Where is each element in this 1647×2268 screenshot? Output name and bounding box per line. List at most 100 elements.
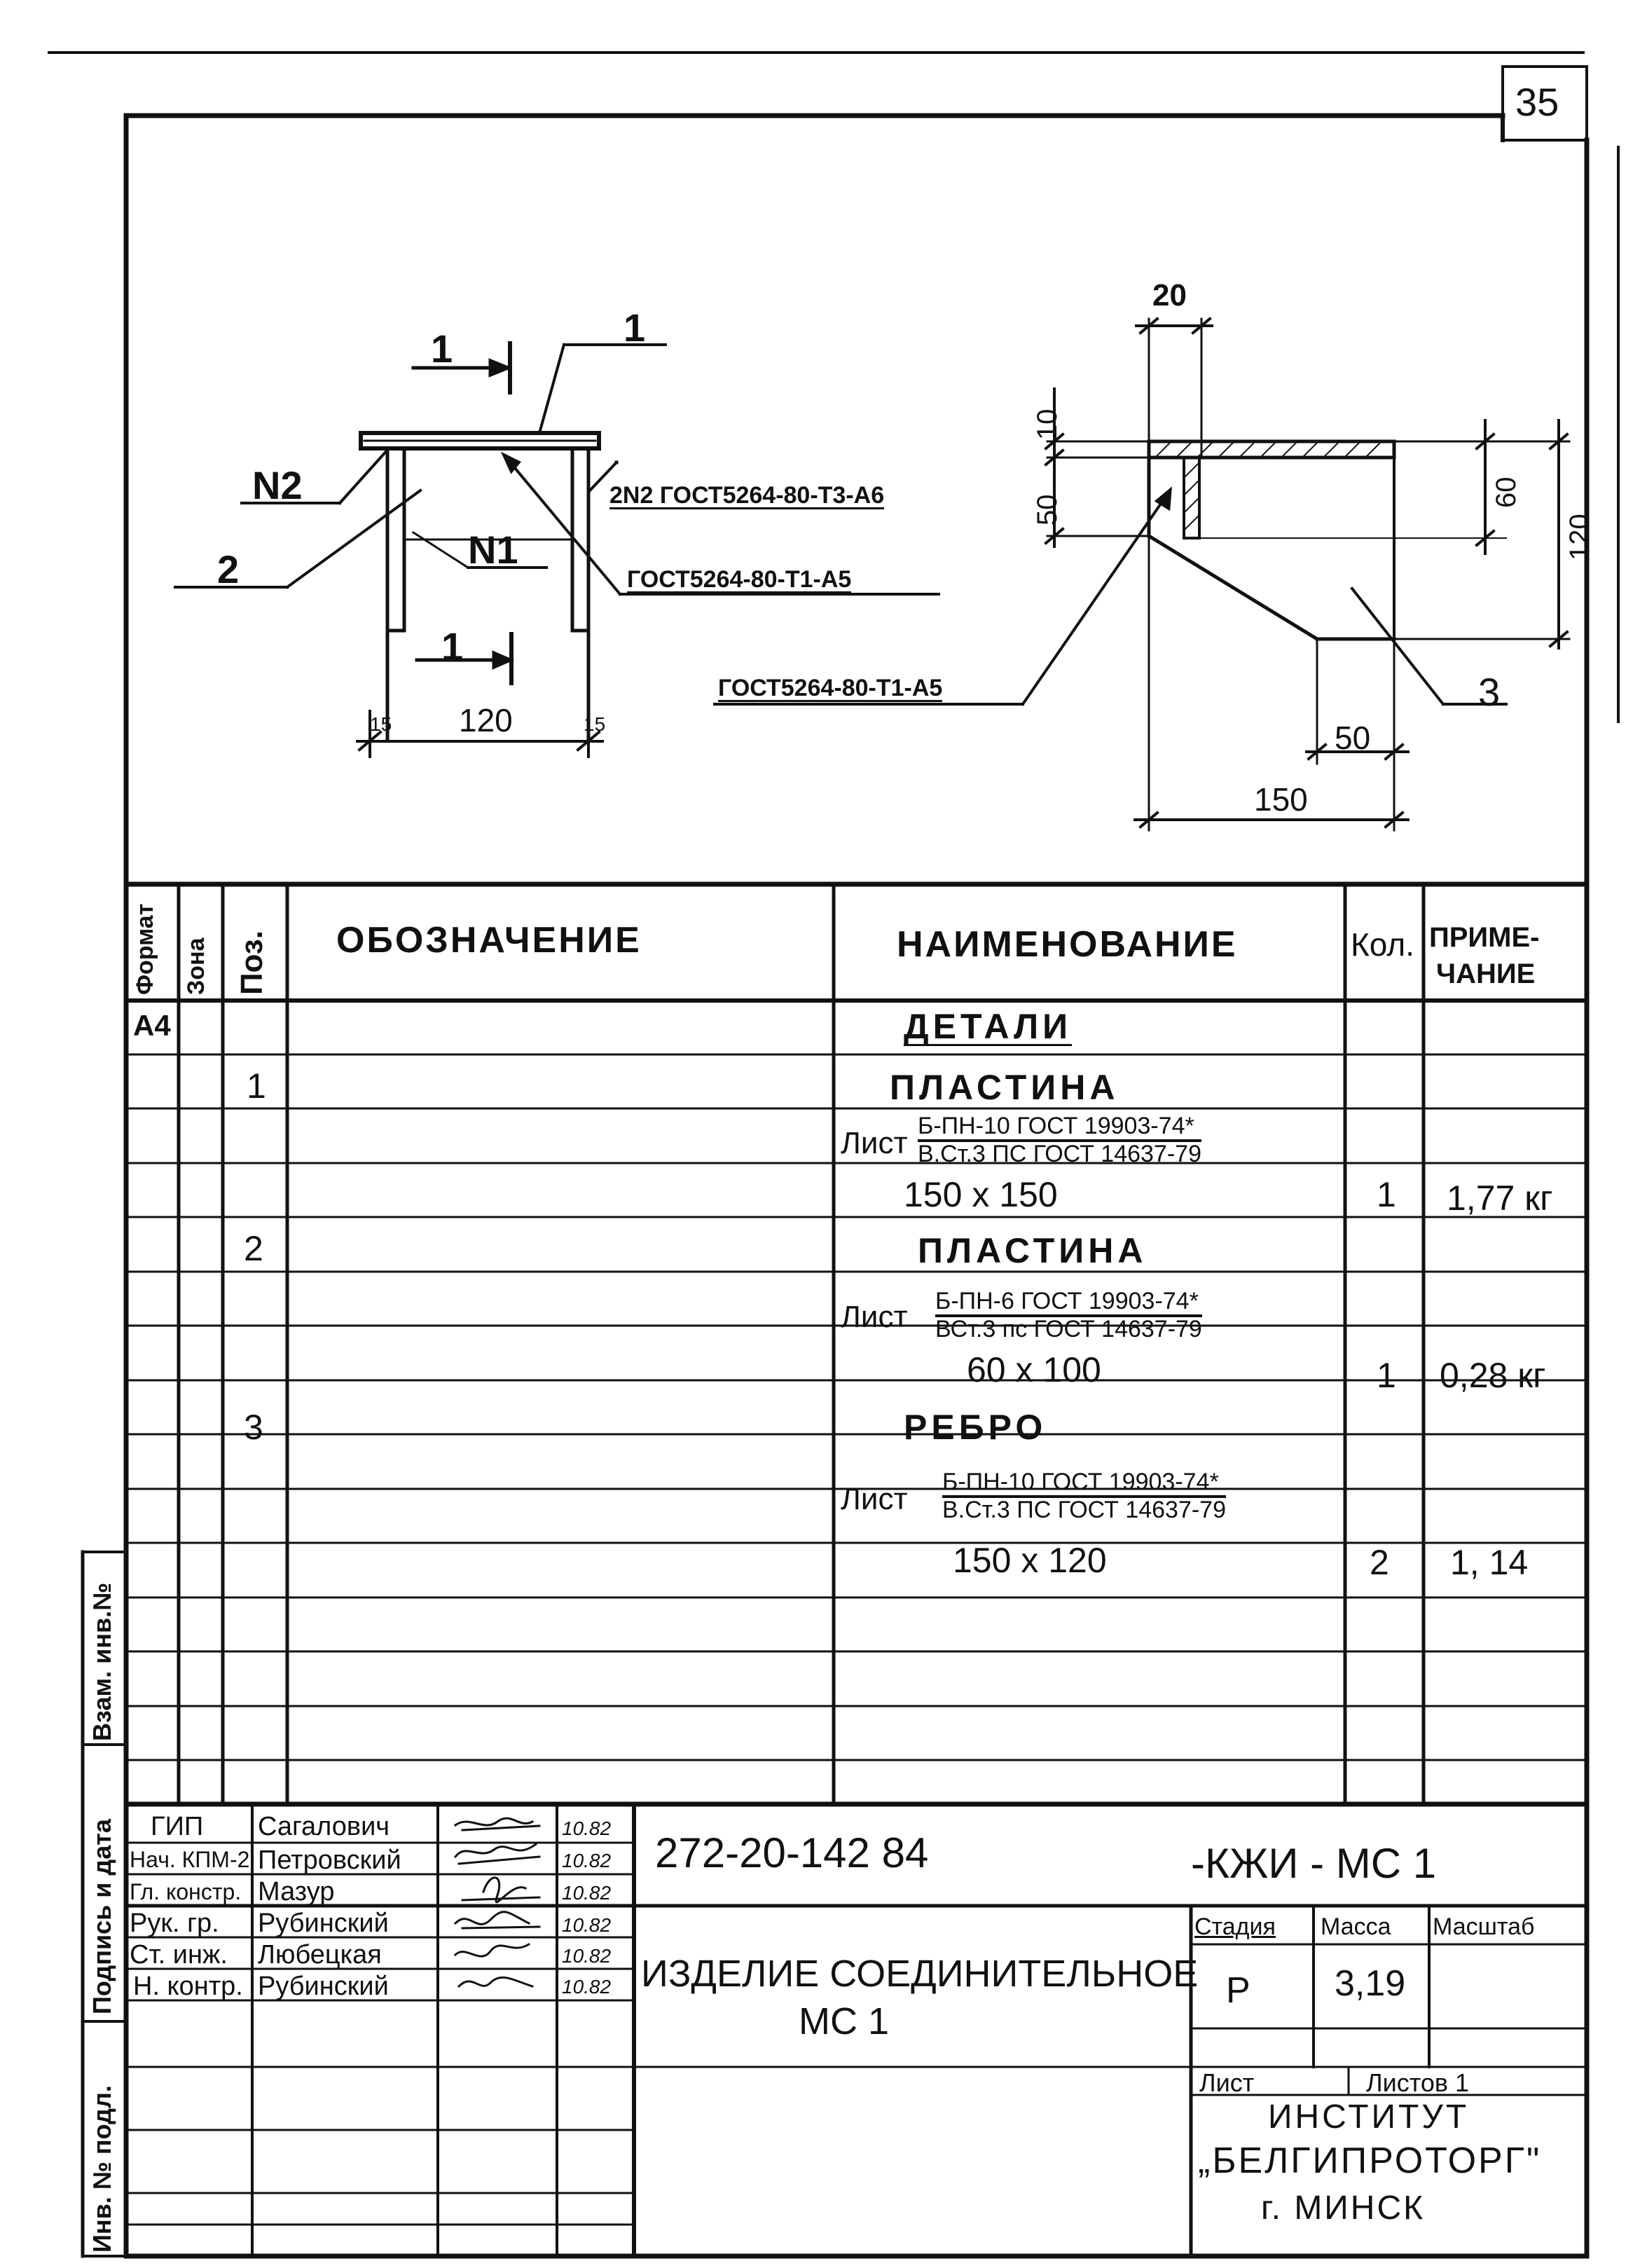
right-dim-120: 120 bbox=[1564, 514, 1595, 561]
row8-material-top: Б-ПН-10 ГОСТ 19903-74* bbox=[942, 1469, 1226, 1498]
left-weld-top: 2N2 ГОСТ5264-80-Т3-А6 bbox=[609, 482, 885, 509]
row8-material-bottom: В.Ст.3 ПС ГОСТ 14637-79 bbox=[942, 1496, 1226, 1523]
row9-note: 1, 14 bbox=[1450, 1543, 1529, 1582]
tb-doc-code: -КЖИ - МС 1 bbox=[1191, 1840, 1437, 1887]
row3-note: 1,77 кг bbox=[1447, 1178, 1553, 1218]
left-dim-120: 120 bbox=[459, 702, 513, 738]
header-note-line1: ПРИМЕ- bbox=[1429, 922, 1540, 953]
tb-name-3: Мазур bbox=[258, 1877, 335, 1906]
right-dim-60: 60 bbox=[1491, 476, 1522, 509]
side-inv-orig: Инв. № подл. bbox=[88, 2085, 116, 2253]
tb-role-4: Рук. гр. bbox=[130, 1909, 219, 1938]
left-view bbox=[174, 341, 940, 758]
title-block-grid bbox=[123, 1801, 1590, 2258]
row9-name: 150 х 120 bbox=[953, 1541, 1107, 1580]
tb-date-3: 10.82 bbox=[562, 1882, 612, 1904]
row7-name: РЕБРО bbox=[904, 1408, 1047, 1447]
tb-org-line1: ИНСТИТУТ bbox=[1268, 2098, 1470, 2136]
tb-mass-label: Масса bbox=[1321, 1913, 1391, 1940]
tb-role-6: Н. контр. bbox=[133, 1972, 243, 2001]
row5-material-bottom: ВСт.3 пс ГОСТ 14637-79 bbox=[935, 1315, 1202, 1342]
row4-name: ПЛАСТИНА bbox=[918, 1231, 1148, 1270]
left-pos-2: 2 bbox=[217, 547, 240, 591]
tb-sheet-label: Лист bbox=[1199, 2068, 1255, 2097]
row6-name: 60 х 100 bbox=[967, 1350, 1101, 1389]
format-value: А4 bbox=[133, 1009, 171, 1042]
header-zone: Зона bbox=[183, 937, 209, 995]
tb-name-6: Рубинский bbox=[258, 1972, 389, 2001]
row5-material: Б-ПН-6 ГОСТ 19903-74* ВСт.3 пс ГОСТ 1463… bbox=[935, 1288, 1202, 1342]
header-note-line2: ЧАНИЕ bbox=[1436, 958, 1536, 989]
row2-sheet-label: Лист bbox=[841, 1126, 908, 1160]
tb-title-line1: ИЗДЕЛИЕ СОЕДИНИТЕЛЬНОЕ bbox=[641, 1953, 1199, 1995]
header-pos: Поз. bbox=[235, 930, 269, 995]
right-dim-10: 10 bbox=[1032, 408, 1063, 441]
row1-name: ПЛАСТИНА bbox=[890, 1068, 1119, 1107]
tb-title-line2: МС 1 bbox=[799, 2000, 890, 2042]
sheet-number-box bbox=[1501, 65, 1588, 142]
right-weld: ГОСТ5264-80-Т1-А5 bbox=[718, 675, 943, 702]
tb-date-4: 10.82 bbox=[562, 1914, 612, 1936]
tb-date-6: 10.82 bbox=[562, 1976, 612, 1998]
right-dim-50-horizontal: 50 bbox=[1335, 720, 1371, 756]
tb-scale-label: Масштаб bbox=[1433, 1913, 1535, 1940]
row5-sheet-label: Лист bbox=[841, 1300, 908, 1334]
left-section-top: 1 bbox=[431, 327, 453, 371]
left-pos-1: 1 bbox=[623, 305, 646, 350]
tb-org-line2: „БЕЛГИПРОТОРГ" bbox=[1198, 2140, 1542, 2181]
right-dim-50-vertical: 50 bbox=[1032, 494, 1063, 526]
left-section-bottom: 1 bbox=[441, 624, 464, 668]
header-format: Формат bbox=[132, 903, 158, 995]
tb-stage-value: Р bbox=[1226, 1970, 1250, 2011]
left-label-n1: N1 bbox=[468, 528, 518, 572]
tb-name-5: Любецкая bbox=[258, 1940, 382, 1970]
header-designation: ОБОЗНАЧЕНИЕ bbox=[336, 920, 642, 961]
right-pos-3: 3 bbox=[1478, 670, 1501, 714]
tb-name-2: Петровский bbox=[258, 1846, 401, 1875]
row9-qty: 2 bbox=[1370, 1543, 1389, 1582]
side-inv-ref: Взам. инв.№ bbox=[88, 1582, 116, 1741]
left-dim-small-left: 15 bbox=[370, 713, 392, 735]
tb-name-4: Рубинский bbox=[258, 1909, 389, 1938]
row5-material-top: Б-ПН-6 ГОСТ 19903-74* bbox=[935, 1288, 1202, 1317]
tb-date-2: 10.82 bbox=[562, 1850, 612, 1871]
tb-role-2: Нач. КПМ-2 bbox=[130, 1847, 250, 1872]
row1-pos: 1 bbox=[247, 1066, 266, 1106]
tb-mass-value: 3,19 bbox=[1335, 1963, 1406, 2004]
row8-material: Б-ПН-10 ГОСТ 19903-74* В.Ст.3 ПС ГОСТ 14… bbox=[942, 1469, 1226, 1523]
left-label-n2: N2 bbox=[252, 463, 303, 507]
header-name: НАИМЕНОВАНИЕ bbox=[897, 924, 1238, 965]
left-weld-mid: ГОСТ5264-80-Т1-А5 bbox=[627, 566, 852, 593]
tb-role-1: ГИП bbox=[151, 1812, 204, 1841]
section-title: ДЕТАЛИ bbox=[904, 1007, 1073, 1046]
row7-pos: 3 bbox=[244, 1408, 263, 1447]
row8-sheet-label: Лист bbox=[841, 1482, 908, 1516]
row2-material: Б-ПН-10 ГОСТ 19903-74* В.Ст.3 ПС ГОСТ 14… bbox=[918, 1113, 1201, 1167]
tb-name-1: Сагалович bbox=[258, 1812, 390, 1841]
side-sign-date: Подпись и дата bbox=[88, 1819, 116, 2014]
tb-doc-number: 272-20-142 84 bbox=[655, 1829, 929, 1876]
right-dim-20: 20 bbox=[1152, 278, 1187, 312]
row4-pos: 2 bbox=[244, 1229, 263, 1268]
row3-name: 150 х 150 bbox=[904, 1175, 1058, 1214]
tb-date-5: 10.82 bbox=[562, 1945, 612, 1967]
header-qty: Кол. bbox=[1351, 926, 1414, 963]
tb-stage-label: Стадия bbox=[1194, 1913, 1276, 1940]
right-view bbox=[713, 317, 1571, 832]
right-dim-150: 150 bbox=[1254, 781, 1308, 818]
row6-qty: 1 bbox=[1377, 1356, 1396, 1395]
row6-note: 0,28 кг bbox=[1440, 1356, 1546, 1395]
row2-material-bottom: В.Ст.3 ПС ГОСТ 14637-79 bbox=[918, 1140, 1201, 1167]
tb-date-1: 10.82 bbox=[562, 1817, 612, 1839]
spec-grid bbox=[123, 881, 1590, 1806]
left-dim-small-right: 15 bbox=[584, 713, 606, 735]
tb-sheets-label: Листов 1 bbox=[1366, 2068, 1469, 2097]
tb-role-3: Гл. констр. bbox=[130, 1879, 242, 1904]
sheet-number: 35 bbox=[1515, 80, 1559, 124]
tb-org-line3: г. МИНСК bbox=[1261, 2190, 1426, 2227]
row3-qty: 1 bbox=[1377, 1175, 1396, 1214]
tb-role-5: Ст. инж. bbox=[130, 1940, 228, 1970]
row2-material-top: Б-ПН-10 ГОСТ 19903-74* bbox=[918, 1113, 1201, 1142]
